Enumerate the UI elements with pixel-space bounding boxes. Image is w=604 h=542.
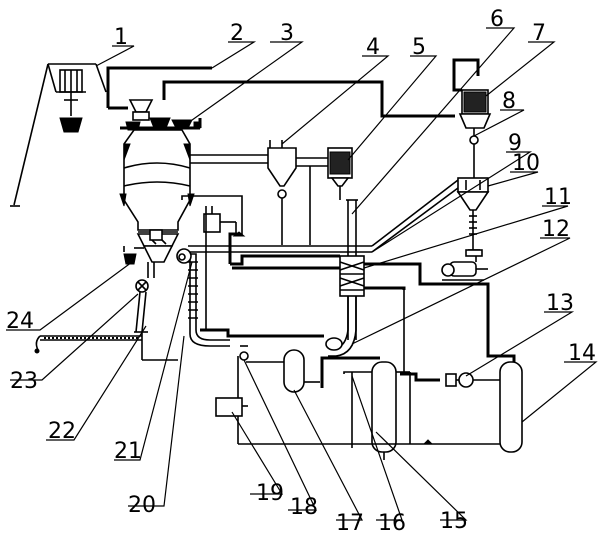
callout-10: 10 <box>512 151 540 176</box>
reactor-bottom-duct <box>176 248 230 347</box>
top-feeder <box>120 99 201 131</box>
callout-24: 24 <box>6 309 34 334</box>
callout-15: 15 <box>440 509 468 534</box>
callout-9: 9 <box>508 131 522 156</box>
large-tank-14 <box>499 361 523 453</box>
callout-18: 18 <box>290 495 318 520</box>
callout-11: 11 <box>544 185 572 210</box>
callout-14: 14 <box>568 341 596 366</box>
material-tank <box>452 58 492 178</box>
callout-19: 19 <box>256 481 284 506</box>
outlet-valve-assembly <box>123 229 178 361</box>
callout-1: 1 <box>114 25 128 50</box>
callout-5: 5 <box>412 35 426 60</box>
pump-motor <box>441 256 488 281</box>
callout-6: 6 <box>490 7 504 32</box>
callout-16: 16 <box>378 511 406 536</box>
auxiliary-lines <box>205 166 405 372</box>
callout-23: 23 <box>10 369 38 394</box>
pump-13 <box>445 372 500 388</box>
reactor-vessel <box>119 129 195 247</box>
hoist-crane <box>10 63 107 207</box>
callout-20: 20 <box>128 493 156 518</box>
callout-21: 21 <box>114 439 142 464</box>
callout-17: 17 <box>336 511 364 536</box>
control-frame <box>181 195 246 237</box>
filter-hopper <box>327 147 353 200</box>
inclined-pipe <box>188 179 459 253</box>
callout-leaders <box>6 27 598 521</box>
column-15 <box>343 361 500 460</box>
top-frame-pipes <box>106 66 455 128</box>
vertical-tank-17 <box>246 349 320 393</box>
control-box-19 <box>215 345 410 445</box>
callout-22: 22 <box>48 419 76 444</box>
callout-8: 8 <box>502 89 516 114</box>
callout-13: 13 <box>546 291 574 316</box>
callout-2: 2 <box>230 21 244 46</box>
callout-7: 7 <box>532 21 546 46</box>
heat-exchanger <box>339 255 365 297</box>
reactor-to-cyclone-pipe <box>190 154 268 164</box>
callout-labels: 1 2 3 4 5 6 7 8 9 10 11 12 13 14 15 16 1… <box>6 7 596 536</box>
separator-box <box>456 177 490 257</box>
cyclone-separator <box>267 140 330 245</box>
callout-12: 12 <box>542 217 570 242</box>
callout-4: 4 <box>366 35 380 60</box>
u-bend <box>325 296 357 357</box>
callout-3: 3 <box>280 21 294 46</box>
heavy-pipe-network <box>200 232 516 388</box>
